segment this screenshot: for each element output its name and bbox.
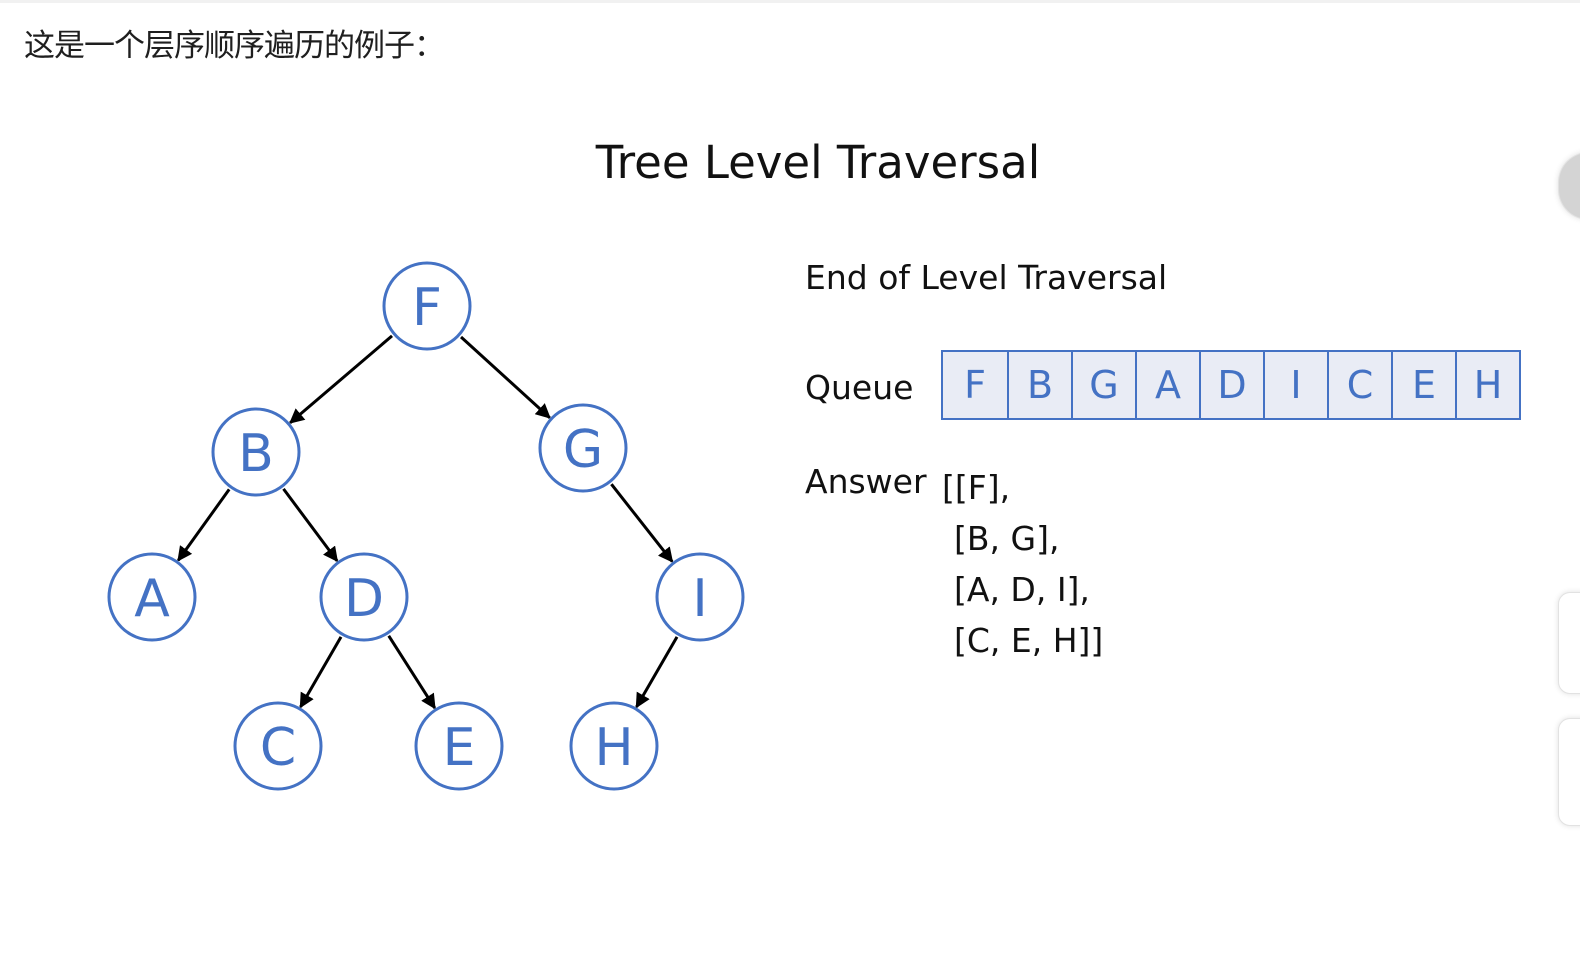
edge-d-c [299, 636, 343, 709]
node-circle [655, 552, 745, 642]
answer-line: [C, E, H]] [954, 621, 1104, 660]
queue-cell: C [1327, 352, 1391, 418]
answer-list: [[F], [B, G], [A, D, I], [C, E, H]] [942, 462, 1104, 666]
tree-node-c: C [233, 701, 323, 791]
node-label: A [134, 569, 170, 629]
node-label: H [594, 718, 633, 778]
edge-b-a [177, 488, 231, 562]
edge-f-b [289, 334, 393, 424]
queue-cell: H [1455, 352, 1519, 418]
answer-line: [A, D, I], [954, 570, 1090, 609]
node-label: F [412, 278, 442, 338]
tree-node-a: A [107, 552, 197, 642]
intro-text: 这是一个层序顺序遍历的例子： [24, 28, 445, 64]
node-circle [211, 407, 301, 497]
tree-node-g: G [538, 403, 628, 493]
node-label: C [260, 718, 296, 778]
side-tab-button[interactable] [1558, 718, 1580, 826]
node-circle [382, 261, 472, 351]
queue-cell: D [1199, 352, 1263, 418]
node-label: E [443, 718, 476, 778]
answer-label: Answer [805, 462, 927, 501]
answer-line: [[F], [942, 468, 1011, 507]
node-label: I [692, 569, 707, 629]
binary-tree: F B G A D I C E H [107, 261, 745, 791]
status-label: End of Level Traversal [805, 258, 1168, 297]
node-label: B [238, 424, 274, 484]
node-circle [538, 403, 628, 493]
answer-line: [B, G], [954, 519, 1060, 558]
tree-node-f: F [382, 261, 472, 351]
figure-title: Tree Level Traversal [595, 136, 1041, 189]
edge-d-e [387, 634, 437, 710]
side-tab-button[interactable] [1558, 592, 1580, 694]
tree-node-d: D [319, 552, 409, 642]
tree-node-h: H [569, 701, 659, 791]
edge-i-h [635, 636, 679, 709]
node-label: D [344, 569, 384, 629]
edge-g-i [610, 483, 674, 563]
node-circle [107, 552, 197, 642]
edge-f-g [460, 335, 551, 419]
tree-node-i: I [655, 552, 745, 642]
queue-label: Queue [805, 368, 914, 407]
node-circle [569, 701, 659, 791]
tree-node-b: B [211, 407, 301, 497]
queue-cell: I [1263, 352, 1327, 418]
queue-cell: E [1391, 352, 1455, 418]
node-circle [233, 701, 323, 791]
tree-node-e: E [414, 701, 504, 791]
queue-strip: F B G A D I C E H [941, 350, 1521, 420]
queue-cell: F [964, 363, 986, 407]
top-divider [0, 0, 1580, 3]
edge-b-d [282, 487, 339, 563]
node-label: G [563, 420, 603, 480]
node-circle [319, 552, 409, 642]
queue-cell: B [1007, 352, 1071, 418]
queue-cell: G [1071, 352, 1135, 418]
node-circle [414, 701, 504, 791]
queue-cell: A [1135, 352, 1199, 418]
